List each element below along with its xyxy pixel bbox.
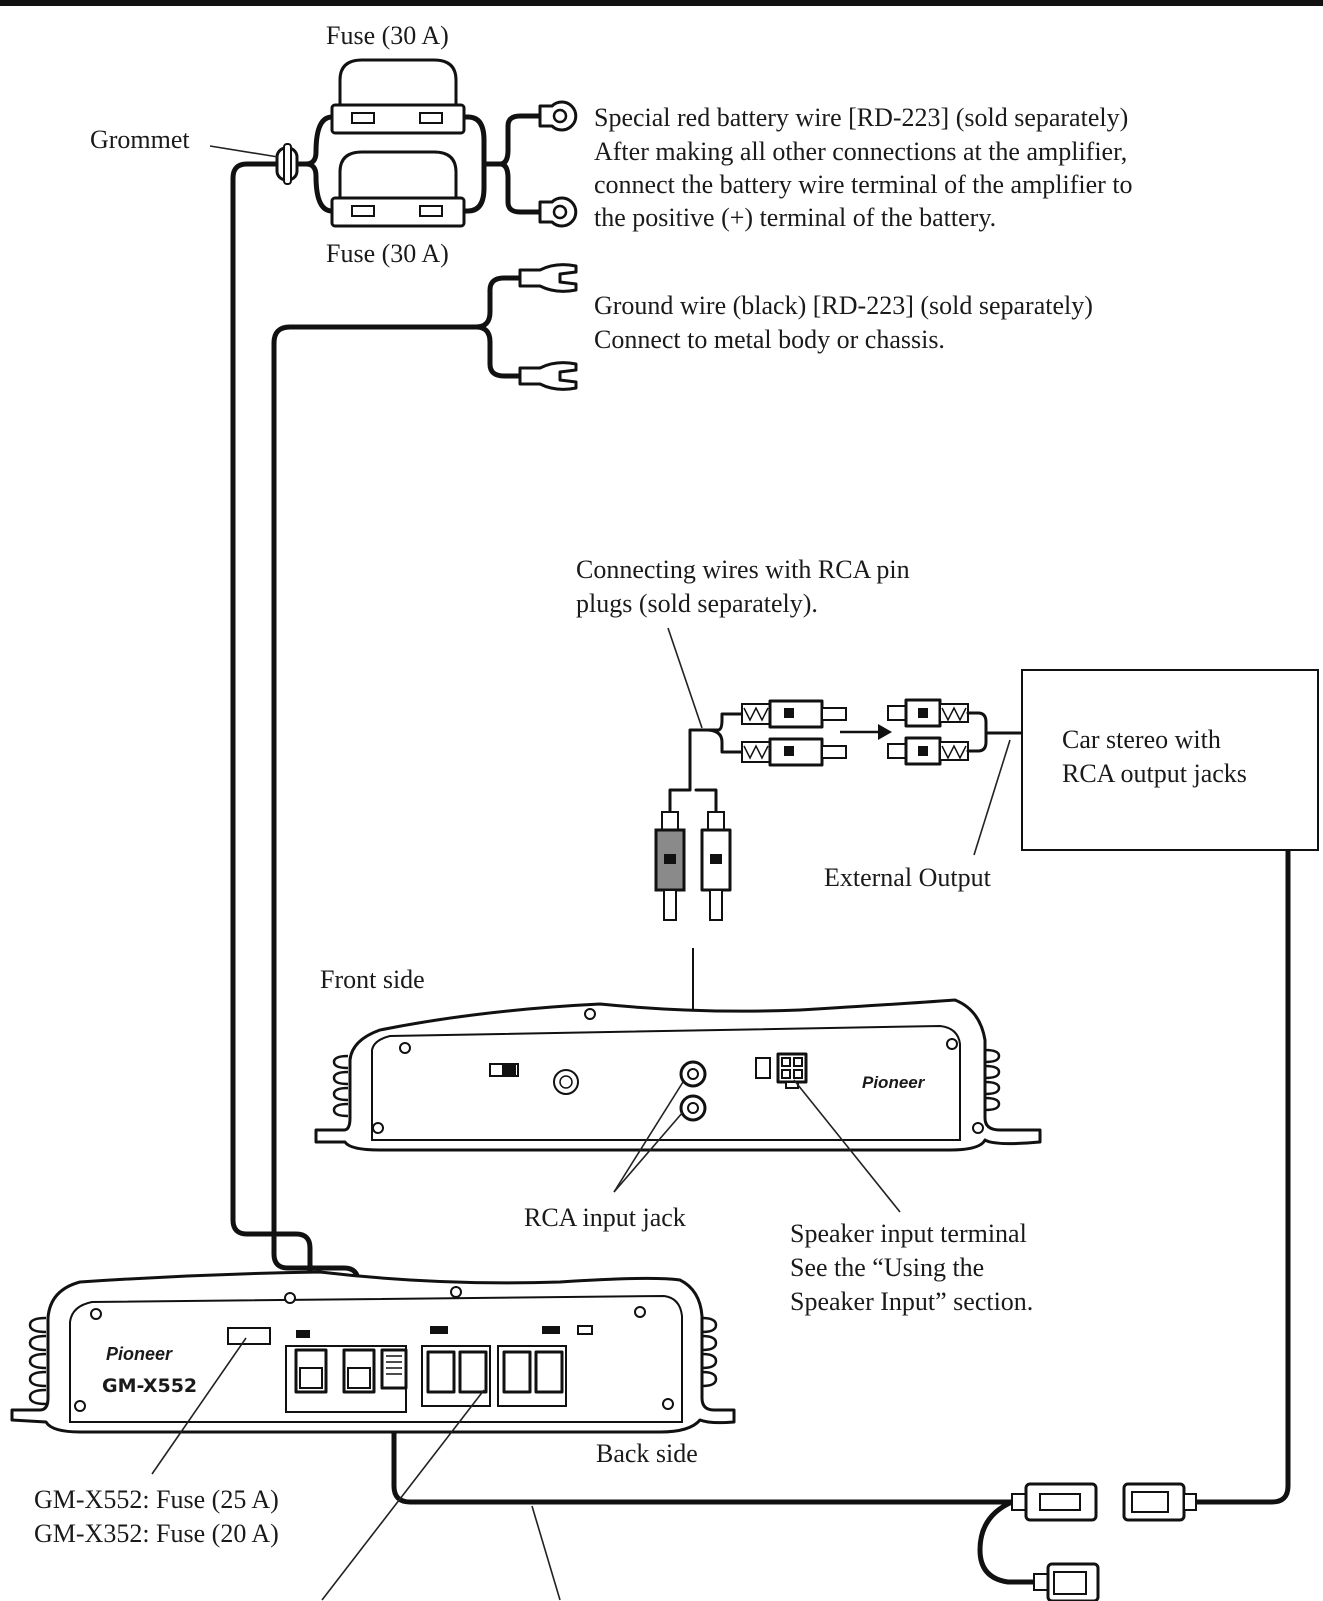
speaker-input-line-2: See the “Using the (790, 1253, 984, 1282)
ground-wire-line-1: Ground wire (black) [RD-223] (sold separ… (594, 291, 1093, 320)
front-side-label: Front side (320, 965, 425, 994)
battery-wire-line-4: the positive (+) terminal of the battery… (594, 203, 996, 232)
amp-fuse-line-2: GM-X352: Fuse (20 A) (34, 1519, 279, 1548)
amplifier-icon (10, 1270, 736, 1434)
fuse-holder-icon (293, 58, 543, 228)
car-stereo-line-2: RCA output jacks (1062, 759, 1247, 788)
system-control-wire (391, 1345, 1015, 1505)
back-brand-logo: Pioneer (106, 1344, 173, 1364)
rca-plug-icon (654, 698, 1024, 1032)
battery-wire (230, 161, 313, 1343)
system-control-wire-branch (977, 1499, 1037, 1585)
battery-wire-line-2: After making all other connections at th… (594, 137, 1127, 166)
ring-terminal-icon (538, 100, 578, 228)
grommet-label: Grommet (90, 125, 190, 154)
top-border (0, 0, 1323, 6)
amp-fuse-line-1: GM-X552: Fuse (25 A) (34, 1485, 279, 1514)
back-model-logo: GM-X552 (102, 1375, 197, 1397)
amplifier-icon (314, 998, 1042, 1152)
ground-wire (271, 324, 479, 1343)
grommet-icon (275, 143, 299, 185)
rca-wires-line-1: Connecting wires with RCA pin (576, 555, 910, 584)
system-control-connector-icon (380, 1348, 408, 1390)
rca-input-jack-label: RCA input jack (524, 1203, 686, 1232)
fuse-top-label: Fuse (30 A) (326, 21, 449, 50)
car-stereo-box (1021, 669, 1319, 851)
ground-wire-line-2: Connect to metal body or chassis. (594, 325, 945, 354)
front-brand-logo: Pioneer (862, 1073, 926, 1092)
speaker-input-line-1: Speaker input terminal (790, 1219, 1027, 1248)
external-output-label: External Output (824, 863, 992, 892)
battery-wire-line-1: Special red battery wire [RD-223] (sold … (594, 103, 1128, 132)
spade-terminal-icon (473, 263, 578, 391)
fuse-bottom-label: Fuse (30 A) (326, 239, 449, 268)
battery-wire-line-3: connect the battery wire terminal of the… (594, 170, 1133, 199)
speaker-input-line-3: Speaker Input” section. (790, 1287, 1033, 1316)
system-control-wire-stereo (1190, 848, 1291, 1505)
back-side-label: Back side (596, 1439, 698, 1468)
car-stereo-line-1: Car stereo with (1062, 725, 1221, 754)
system-control-connector-icon (1011, 1482, 1197, 1601)
rca-wires-line-2: plugs (sold separately). (576, 589, 818, 618)
